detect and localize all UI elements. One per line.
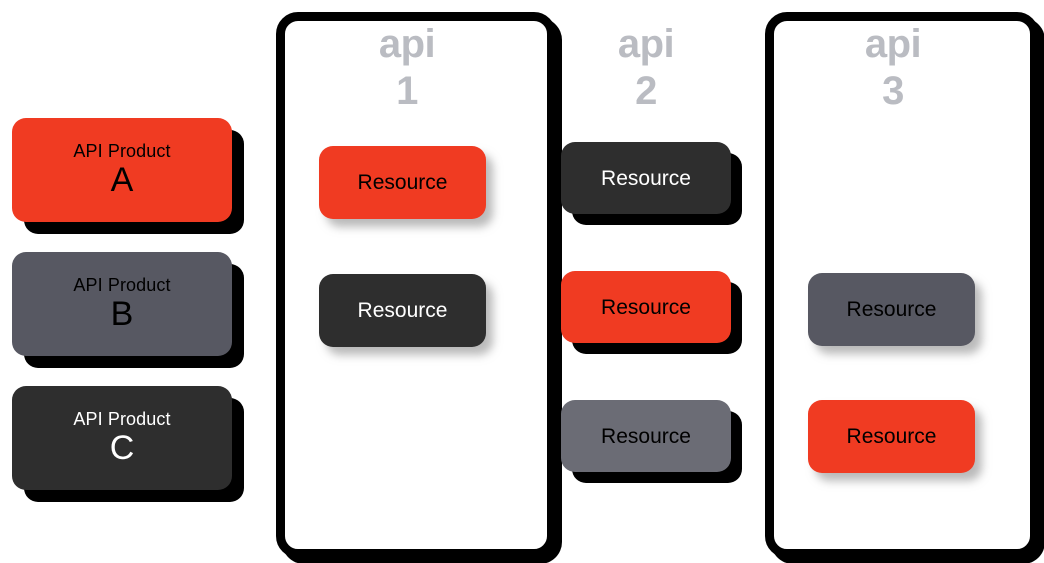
api-3-resource-2[interactable]: Resource (808, 400, 975, 473)
resource-label: Resource (601, 295, 691, 319)
api-2-resource-2[interactable]: Resource (561, 271, 731, 343)
api-2-resource-1[interactable]: Resource (561, 142, 731, 214)
api-1-resource-2[interactable]: Resource (319, 274, 486, 347)
api-product-letter: B (110, 294, 134, 333)
api-3-heading: api 3 (765, 24, 1021, 112)
api-2-heading: api 2 (556, 24, 736, 112)
api-2-number: 2 (635, 68, 657, 113)
api-product-letter: C (109, 428, 135, 467)
api-product-letter: A (110, 160, 134, 199)
api-product-caption: API Product (73, 274, 171, 295)
resource-label: Resource (846, 425, 937, 448)
api-product-card-a[interactable]: API Product A (12, 118, 232, 222)
api-1-heading: api 1 (276, 24, 538, 112)
api-1-number: 1 (396, 68, 418, 113)
resource-label: Resource (846, 298, 937, 321)
api-2-word: api (617, 22, 675, 66)
api-3-word: api (864, 22, 922, 66)
resource-label: Resource (601, 166, 691, 190)
api-1-resource-1[interactable]: Resource (319, 146, 486, 219)
api-product-card-c[interactable]: API Product C (12, 386, 232, 490)
api-product-card-b[interactable]: API Product B (12, 252, 232, 356)
api-1-word: api (378, 22, 436, 66)
resource-label: Resource (601, 424, 691, 448)
api-products-column: API Product A API Product B API Product … (0, 0, 262, 563)
api-2-resource-3[interactable]: Resource (561, 400, 731, 472)
api-product-caption: API Product (73, 140, 171, 161)
api-3-number: 3 (882, 68, 904, 113)
api-3-resource-1[interactable]: Resource (808, 273, 975, 346)
resource-label: Resource (357, 299, 448, 322)
resource-label: Resource (357, 171, 448, 194)
api-product-caption: API Product (73, 408, 171, 429)
